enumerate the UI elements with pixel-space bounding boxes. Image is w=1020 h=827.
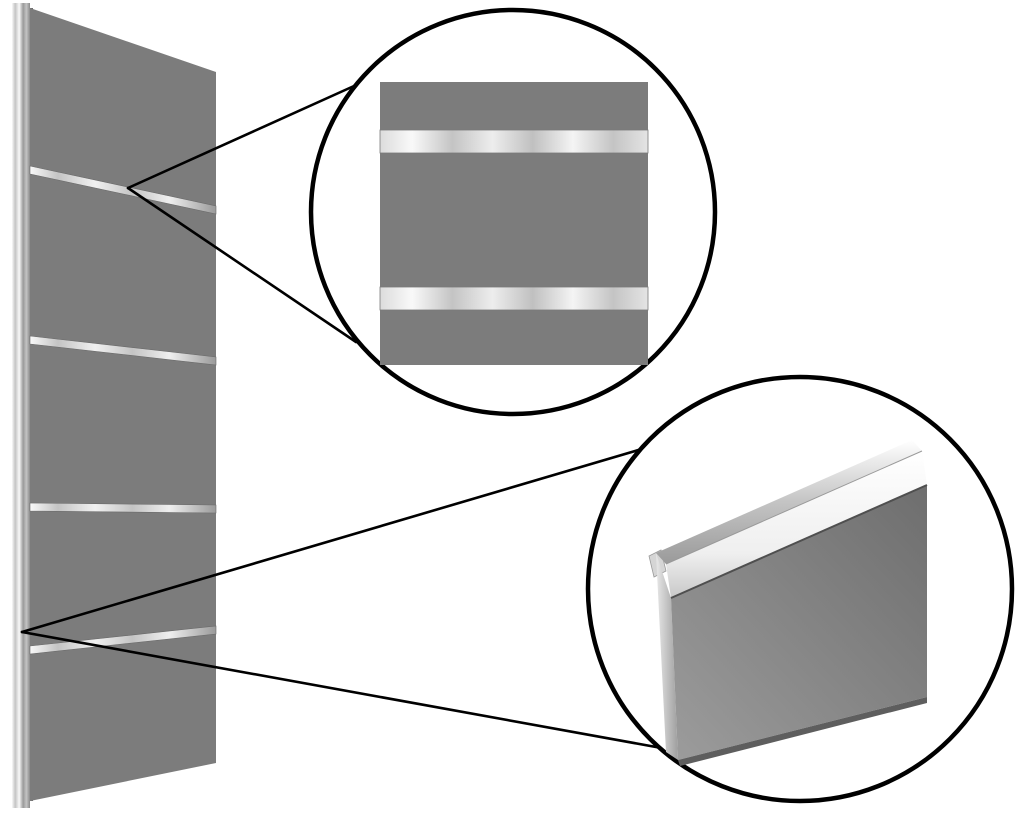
edge-detail-callout	[585, 374, 1015, 804]
edge-panel-cap-seam	[665, 450, 923, 565]
panel-aluminum-edge	[12, 3, 30, 808]
surface-detail-strip-1	[379, 129, 649, 154]
edge-panel-recess-shadow	[670, 484, 928, 599]
edge-panel-top-cap	[656, 440, 922, 564]
surface-callout-line-lower	[126, 186, 358, 344]
edge-panel-bottom-shadow	[678, 697, 927, 766]
edge-panel-left-side	[656, 553, 678, 760]
edge-panel-front-face	[671, 485, 927, 760]
slat-panel	[12, 3, 217, 808]
panel-strip-2	[29, 335, 217, 366]
surface-detail-callout	[308, 7, 718, 417]
panel-face	[30, 8, 216, 801]
panel-strip-3	[29, 502, 217, 514]
surface-callout-line-upper	[126, 84, 356, 190]
surface-detail-face	[380, 82, 648, 365]
panel-strip-4	[29, 625, 217, 655]
edge-callout-line-lower	[20, 630, 669, 751]
callout-lines	[20, 84, 669, 751]
edge-callout-line-upper	[20, 444, 654, 634]
edge-panel-handle-band	[666, 451, 927, 598]
surface-detail-strip-2	[379, 286, 649, 311]
panel-strip-1	[29, 165, 217, 215]
